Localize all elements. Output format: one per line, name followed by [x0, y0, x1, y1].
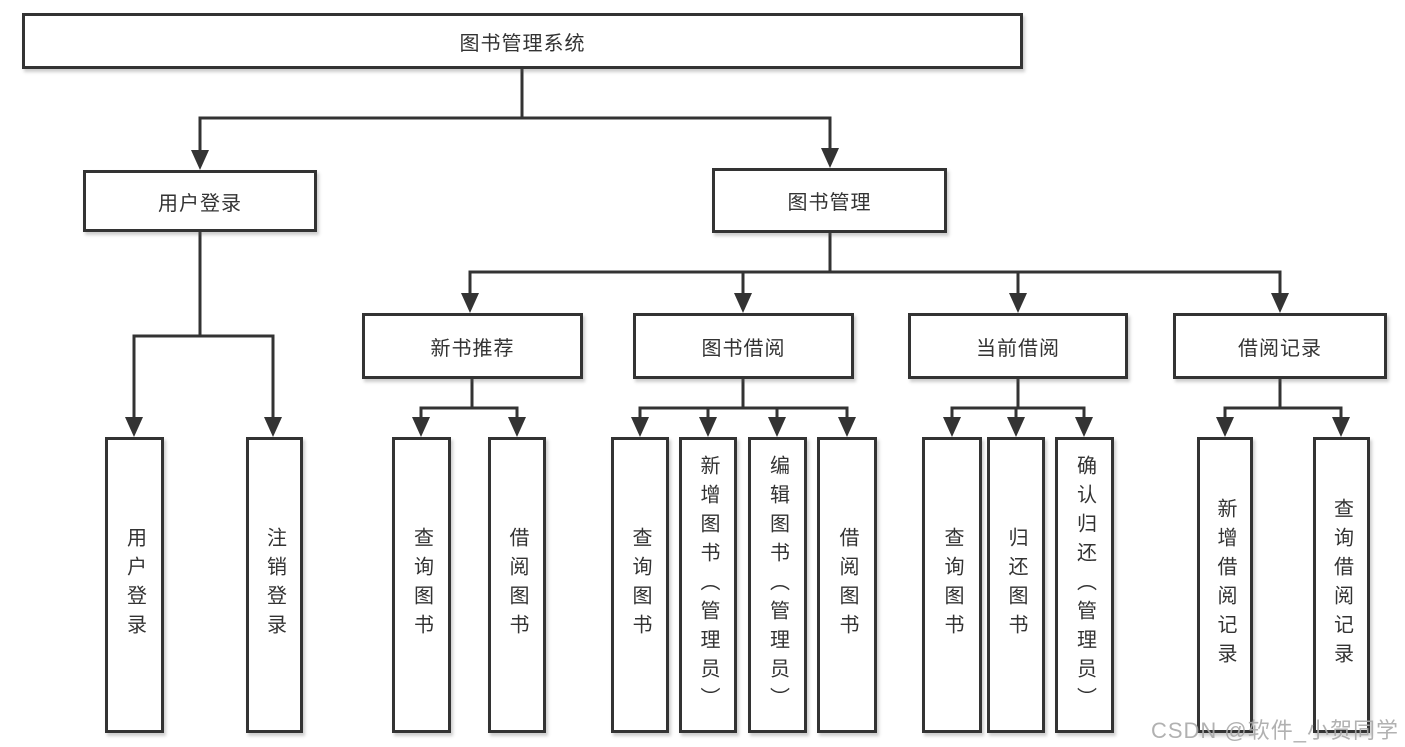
node-label: 确认归还（管理员） [1073, 454, 1096, 716]
node-label: 查询图书 [941, 527, 963, 643]
node-new-book-recommendation: 新书推荐 [362, 313, 583, 379]
leaf-user-login: 用户登录 [105, 437, 164, 733]
leaf-query-books-current: 查询图书 [922, 437, 982, 733]
node-label: 图书管理系统 [459, 32, 586, 55]
node-label: 编辑图书（管理员） [766, 454, 789, 716]
node-label: 归还图书 [1005, 527, 1027, 643]
node-library-management-system: 图书管理系统 [22, 13, 1023, 69]
node-label: 用户登录 [158, 192, 242, 215]
node-label: 图书管理 [787, 192, 872, 214]
node-label: 注销登录 [263, 527, 286, 643]
leaf-return-books: 归还图书 [987, 437, 1045, 733]
node-label: 当前借阅 [976, 337, 1060, 360]
node-label: 借阅图书 [506, 527, 528, 643]
leaf-query-books-recommend: 查询图书 [392, 437, 451, 733]
node-book-borrowing: 图书借阅 [633, 313, 854, 379]
leaf-query-borrow-record: 查询借阅记录 [1313, 437, 1370, 733]
leaf-add-borrow-record: 新增借阅记录 [1197, 437, 1253, 733]
csdn-watermark: CSDN @软件_小贺同学 [1150, 718, 1399, 743]
node-current-borrowing: 当前借阅 [908, 313, 1128, 379]
node-user-login: 用户登录 [83, 170, 317, 232]
leaf-borrow-books-recommend: 借阅图书 [488, 437, 546, 733]
node-label: 新增借阅记录 [1214, 498, 1236, 672]
node-label: 图书借阅 [701, 337, 786, 360]
leaf-logout: 注销登录 [246, 437, 303, 733]
node-label: 借阅图书 [836, 527, 858, 643]
node-borrowing-records: 借阅记录 [1173, 313, 1387, 379]
leaf-query-books-borrow: 查询图书 [611, 437, 669, 733]
node-label: 新增图书（管理员） [697, 454, 719, 716]
leaf-confirm-return-admin: 确认归还（管理员） [1055, 437, 1114, 733]
node-label: 查询图书 [410, 527, 433, 643]
node-book-management: 图书管理 [712, 168, 947, 233]
node-label: 查询图书 [629, 527, 651, 643]
node-label: 用户登录 [123, 527, 146, 643]
node-label: 借阅记录 [1238, 337, 1322, 360]
leaf-add-books-admin: 新增图书（管理员） [679, 437, 737, 733]
node-label: 新书推荐 [430, 337, 515, 360]
leaf-edit-books-admin: 编辑图书（管理员） [748, 437, 807, 733]
leaf-borrow-books: 借阅图书 [817, 437, 877, 733]
arrowheads [125, 148, 1350, 437]
node-label: 查询借阅记录 [1330, 498, 1353, 672]
